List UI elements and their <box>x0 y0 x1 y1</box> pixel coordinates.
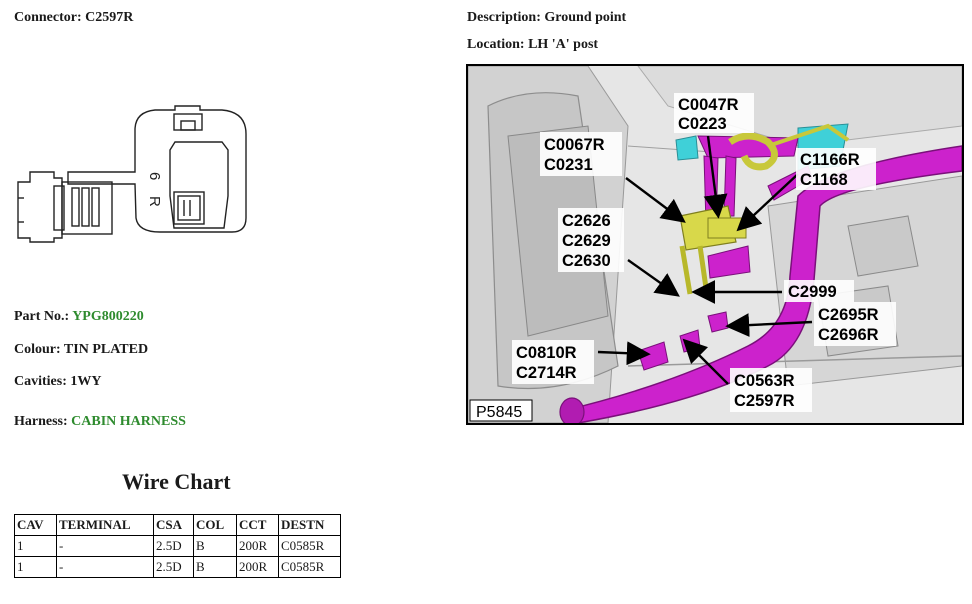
cell-terminal: - <box>56 556 154 578</box>
callout-c2695r-1: C2695R <box>818 306 879 324</box>
colour-field: Colour: TIN PLATED <box>14 342 148 358</box>
connector-field: Connector: C2597R <box>14 10 133 26</box>
callout-c0067r-2: C0231 <box>544 156 593 174</box>
top-latch <box>173 113 203 131</box>
location-value: LH 'A' post <box>528 37 599 52</box>
connector-value: C2597R <box>85 10 134 25</box>
cell-cct: 200R <box>236 535 279 557</box>
wire-chart-header-row: CAV TERMINAL CSA COL CCT DESTN <box>14 514 341 536</box>
colour-label: Colour: <box>14 342 61 357</box>
location-image[interactable]: P5845 C0047R C0223 C0067R C0231 C1166R C… <box>466 64 964 425</box>
cell-terminal: - <box>56 535 154 557</box>
harness-label: Harness: <box>14 414 68 429</box>
callout-c0563r-2: C2597R <box>734 392 795 410</box>
callout-c0067r-1: C0067R <box>544 136 605 154</box>
col-header-terminal: TERMINAL <box>56 514 154 536</box>
location-label: Location: <box>467 37 525 52</box>
harness-field: Harness: CABIN HARNESS <box>14 414 186 430</box>
callout-c2626-1: C2626 <box>562 212 611 230</box>
table-row: 1 - 2.5D B 200R C0585R <box>14 556 341 578</box>
connector-label: Connector: <box>14 10 82 25</box>
location-field: Location: LH 'A' post <box>467 37 598 53</box>
description-value: Ground point <box>544 10 627 25</box>
callout-c0047r-2: C0223 <box>678 115 727 133</box>
cell-destn[interactable]: C0585R <box>278 556 341 578</box>
wire-chart-table: CAV TERMINAL CSA COL CCT DESTN 1 - 2.5D … <box>14 514 341 578</box>
col-header-csa: CSA <box>153 514 194 536</box>
callout-c2695r-2: C2696R <box>818 326 879 344</box>
callout-c1166r-1: C1166R <box>800 151 860 169</box>
callout-c1166r-2: C1168 <box>800 171 848 189</box>
connector-body-outline <box>67 105 247 233</box>
location-illustration: P5845 C0047R C0223 C0067R C0231 C1166R C… <box>468 66 962 423</box>
cell-csa: 2.5D <box>153 535 194 557</box>
description-label: Description: <box>467 10 541 25</box>
cell-col: B <box>193 556 237 578</box>
latch-pad <box>173 191 205 225</box>
col-header-cct: CCT <box>236 514 279 536</box>
marking-6: 6 <box>146 172 163 180</box>
harness-link[interactable]: CABIN HARNESS <box>71 414 186 429</box>
part-no-label: Part No.: <box>14 309 70 324</box>
marking-r: R <box>146 196 163 207</box>
colour-value: TIN PLATED <box>63 342 149 357</box>
part-no-link[interactable]: YPG800220 <box>72 309 144 324</box>
inner-housing <box>169 141 229 229</box>
callout-c0563r-1: C0563R <box>734 372 795 390</box>
callout-c0047r-1: C0047R <box>678 96 739 114</box>
end-plug <box>17 171 63 243</box>
figure-id: P5845 <box>476 404 522 421</box>
part-no-field: Part No.: YPG800220 <box>14 309 144 325</box>
cell-cav: 1 <box>14 556 57 578</box>
cell-csa: 2.5D <box>153 556 194 578</box>
callout-c2626-3: C2630 <box>562 252 611 270</box>
description-field: Description: Ground point <box>467 10 626 26</box>
table-row: 1 - 2.5D B 200R C0585R <box>14 535 341 557</box>
cavities-label: Cavities: <box>14 374 67 389</box>
cell-destn[interactable]: C0585R <box>278 535 341 557</box>
col-header-cav: CAV <box>14 514 57 536</box>
col-header-col: COL <box>193 514 237 536</box>
cell-cav: 1 <box>14 535 57 557</box>
callout-c2999: C2999 <box>788 283 837 301</box>
callout-c2626-2: C2629 <box>562 232 611 250</box>
connector-diagram: 6 R <box>17 105 247 243</box>
col-header-destn: DESTN <box>278 514 341 536</box>
cavities-value: 1WY <box>70 374 102 389</box>
cavities-field: Cavities: 1WY <box>14 374 102 390</box>
callout-c0810r-2: C2714R <box>516 364 577 382</box>
wire-chart-title: Wire Chart <box>122 469 231 494</box>
cell-cct: 200R <box>236 556 279 578</box>
cell-col: B <box>193 535 237 557</box>
callout-c0810r-1: C0810R <box>516 344 577 362</box>
